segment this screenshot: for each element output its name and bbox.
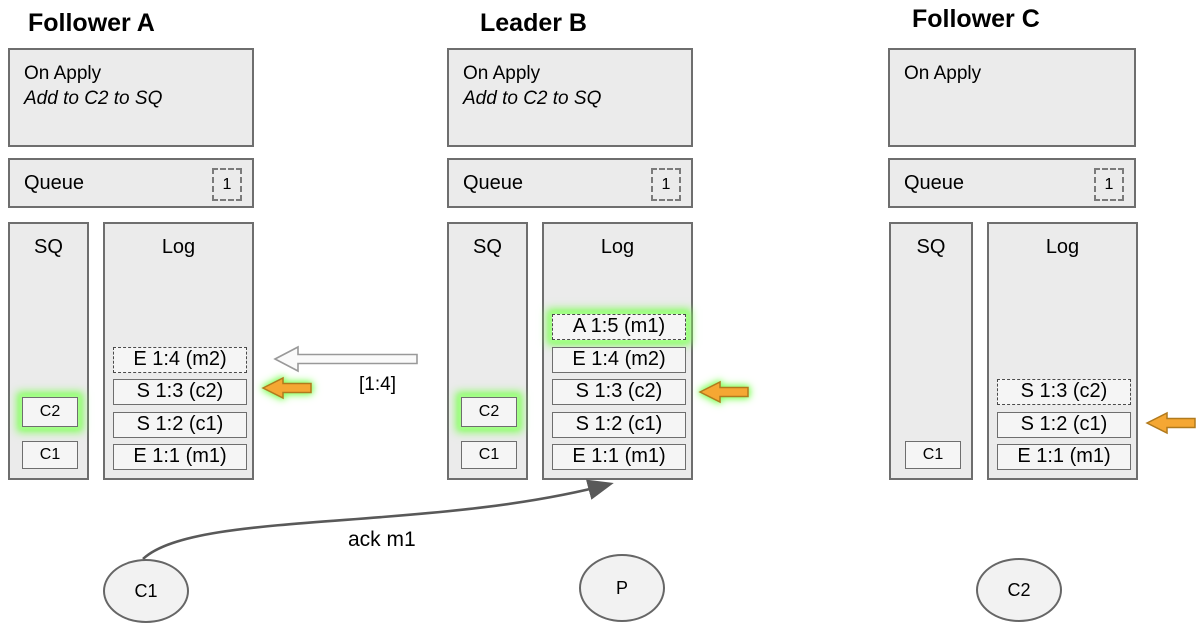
queue-count-slot: 1 (651, 168, 681, 201)
replicate-range-label: [1:4] (359, 374, 396, 395)
actor-c1: C1 (103, 559, 189, 623)
log-entry: A 1:5 (m1) (552, 314, 686, 340)
queue-count-slot: 1 (1094, 168, 1124, 201)
sq-item: C2 (22, 397, 78, 427)
log-entry: E 1:1 (m1) (997, 444, 1131, 470)
replicate-arrow-icon (273, 345, 418, 373)
apply-arrow-icon (698, 380, 749, 404)
on-apply-box: On Apply Add to C2 to SQ (447, 48, 693, 147)
log-label: Log (161, 236, 196, 258)
on-apply-box: On Apply (888, 48, 1136, 147)
log-entry: S 1:3 (c2) (552, 379, 686, 405)
log-entry: S 1:2 (c1) (552, 412, 686, 438)
sq-item: C1 (905, 441, 961, 469)
apply-arrow-icon (1145, 411, 1196, 435)
ack-label: ack m1 (348, 528, 416, 551)
actor-c2: C2 (976, 558, 1062, 622)
on-apply-rule: Add to C2 to SQ (24, 88, 163, 109)
log-box: Log A 1:5 (m1) E 1:4 (m2) S 1:3 (c2) S 1… (542, 222, 693, 480)
queue-count-slot: 1 (212, 168, 242, 201)
sq-label: SQ (473, 236, 502, 258)
queue-box: Queue 1 (447, 158, 693, 208)
log-label: Log (600, 236, 635, 258)
sq-item: C2 (461, 397, 517, 427)
on-apply-rule: Add to C2 to SQ (463, 88, 602, 109)
node-follower-c: Follower C On Apply Queue 1 SQ C1 Log S … (888, 0, 1138, 485)
node-follower-a: Follower A On Apply Add to C2 to SQ Queu… (8, 0, 254, 485)
actor-label: C1 (134, 580, 158, 601)
on-apply-label: On Apply (24, 63, 102, 84)
apply-arrow-icon (261, 376, 312, 400)
node-title: Follower A (28, 9, 155, 37)
sq-box: SQ C2 C1 (447, 222, 528, 480)
node-title: Leader B (480, 9, 587, 37)
node-leader-b: Leader B On Apply Add to C2 to SQ Queue … (447, 0, 693, 485)
log-entry: E 1:1 (m1) (552, 444, 686, 470)
queue-label: Queue (463, 172, 524, 194)
on-apply-box: On Apply Add to C2 to SQ (8, 48, 254, 147)
on-apply-label: On Apply (463, 63, 541, 84)
log-entry: S 1:2 (c1) (113, 412, 247, 438)
actor-p: P (579, 554, 665, 622)
queue-count: 1 (661, 176, 671, 193)
log-entry: E 1:4 (m2) (552, 347, 686, 373)
log-entry: S 1:3 (c2) (113, 379, 247, 405)
log-entry: E 1:4 (m2) (113, 347, 247, 373)
sq-item: C1 (461, 441, 517, 469)
queue-label: Queue (24, 172, 85, 194)
queue-count: 1 (222, 176, 232, 193)
log-entry: S 1:2 (c1) (997, 412, 1131, 438)
queue-label: Queue (904, 172, 965, 194)
node-title: Follower C (912, 5, 1040, 33)
sq-item: C1 (22, 441, 78, 469)
sq-label: SQ (916, 236, 946, 258)
sq-box: SQ C1 (889, 222, 973, 480)
on-apply-label: On Apply (904, 63, 982, 84)
actor-label: C2 (1007, 579, 1031, 600)
log-box: Log S 1:3 (c2) S 1:2 (c1) E 1:1 (m1) (987, 222, 1138, 480)
sq-label: SQ (34, 236, 63, 258)
log-box: Log E 1:4 (m2) S 1:3 (c2) S 1:2 (c1) E 1… (103, 222, 254, 480)
queue-box: Queue 1 (8, 158, 254, 208)
queue-count: 1 (1104, 176, 1114, 193)
actor-label: P (615, 577, 628, 598)
queue-box: Queue 1 (888, 158, 1136, 208)
sq-box: SQ C2 C1 (8, 222, 89, 480)
log-entry: S 1:3 (c2) (997, 379, 1131, 405)
log-entry: E 1:1 (m1) (113, 444, 247, 470)
log-label: Log (1045, 236, 1080, 258)
